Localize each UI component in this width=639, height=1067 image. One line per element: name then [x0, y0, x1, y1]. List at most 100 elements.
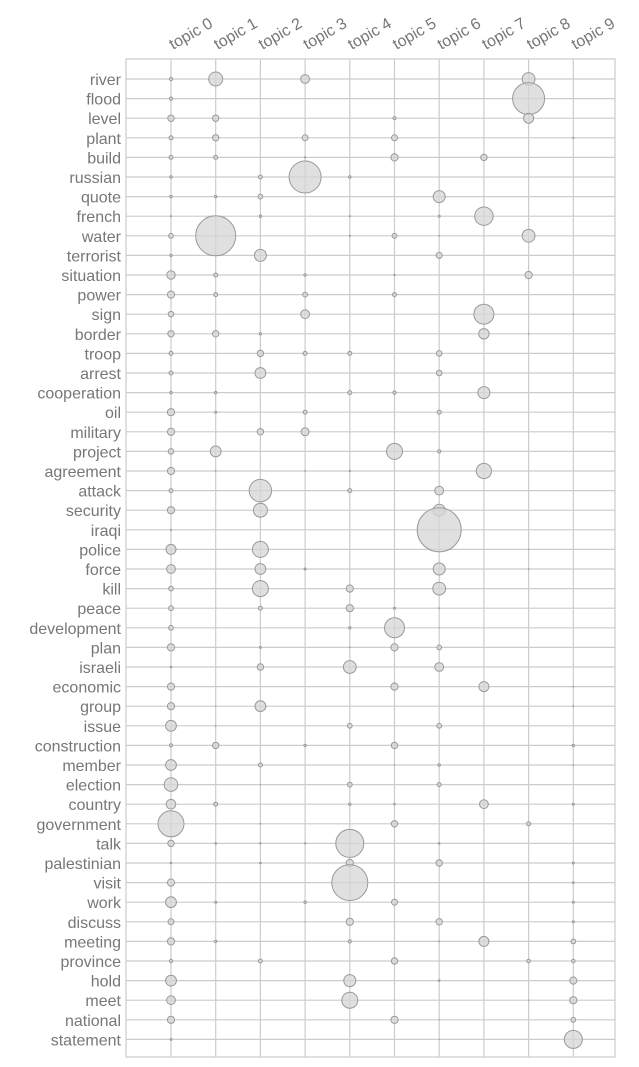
bubble-point [523, 112, 535, 124]
bubble-point [571, 958, 576, 964]
bubble-point [166, 878, 176, 887]
bubble-point [257, 958, 263, 964]
bubble-point [168, 76, 174, 82]
y-tick-label: discuss [68, 915, 121, 932]
y-tick-label: water [81, 229, 122, 246]
bubble-point [169, 1037, 173, 1041]
bubble-point [436, 782, 442, 788]
bubble-point [347, 350, 353, 356]
bubble-point [571, 802, 575, 806]
bubble-point [214, 194, 218, 199]
bubble-point [479, 799, 489, 810]
bubble-point [348, 234, 351, 237]
y-tick-label: quote [81, 190, 121, 207]
bubble-point [213, 801, 219, 807]
bubble-point [166, 995, 176, 1006]
bubble-point [168, 488, 174, 494]
bubble-point [168, 743, 174, 748]
bubble-point [347, 488, 353, 494]
bubble-point [251, 540, 269, 558]
bubble-point [302, 291, 309, 298]
bubble-point [169, 665, 173, 669]
bubble-point [571, 861, 575, 865]
bubble-point [258, 645, 262, 649]
bubble-point [167, 310, 175, 318]
bubble-point [569, 996, 578, 1005]
bubble-point [438, 940, 441, 943]
bubble-point [303, 567, 307, 571]
x-tick-label: topic 1 [211, 15, 260, 53]
y-tick-label: national [65, 1013, 121, 1030]
bubble-point [157, 810, 185, 838]
bubble-point [348, 175, 352, 179]
bubble-point [166, 408, 176, 417]
bubble-point [572, 764, 575, 766]
bubble-point [391, 134, 398, 142]
bubble-point [348, 215, 351, 218]
y-tick-label: plant [86, 131, 121, 148]
bubble-point [437, 449, 442, 454]
bubble-point [475, 462, 492, 480]
bubble-point [435, 918, 443, 926]
bubble-point [390, 957, 399, 965]
bubble-point [478, 935, 490, 947]
bubble-point [390, 643, 399, 652]
y-tick-label: plan [91, 640, 121, 657]
x-tick-label: topic 5 [390, 15, 439, 53]
bubble-point [301, 134, 309, 142]
bubble-point [348, 469, 351, 473]
bubble-point [168, 370, 174, 376]
bubble-point [302, 350, 308, 356]
bubble-point [248, 478, 273, 503]
bubble-point [572, 881, 575, 884]
bubble-point [165, 974, 177, 987]
y-tick-label: border [75, 327, 122, 344]
bubble-point [342, 660, 357, 674]
bubble-point [166, 290, 176, 299]
y-tick-label: force [85, 562, 121, 579]
bubble-point [167, 918, 175, 926]
y-tick-label: election [66, 778, 121, 795]
bubble-point [521, 228, 536, 243]
bubble-point [166, 702, 176, 711]
bubble-point [571, 900, 575, 904]
bubble-point [571, 920, 575, 924]
bubble-point [212, 741, 220, 750]
bubble-point [166, 564, 176, 574]
y-tick-label: power [77, 288, 121, 305]
bubble-point [214, 470, 217, 472]
bubble-point [304, 470, 307, 472]
y-tick-label: arrest [80, 366, 121, 383]
y-tick-label: israeli [79, 660, 121, 677]
bubble-point [345, 584, 354, 593]
bubble-point [209, 445, 222, 458]
y-tick-label: issue [84, 719, 121, 736]
bubble-point [300, 427, 310, 437]
y-tick-label: sign [92, 307, 121, 324]
y-tick-label: terrorist [67, 248, 122, 265]
bubble-point [432, 562, 446, 576]
bubble-point [168, 135, 174, 141]
bubble-point [347, 939, 352, 944]
bubble-point [524, 270, 533, 280]
bubble-point [257, 605, 263, 611]
bubble-point [348, 646, 351, 649]
bubble-point [343, 974, 357, 988]
bubble-point [569, 976, 578, 985]
bubble-point [392, 292, 397, 298]
bubble-point [570, 1016, 577, 1023]
y-tick-label: country [69, 797, 121, 814]
y-tick-label: statement [51, 1032, 122, 1049]
bubble-point [169, 861, 173, 865]
bubble-point [436, 722, 443, 729]
y-tick-label: police [79, 542, 121, 559]
bubble-point [392, 116, 397, 121]
bubble-point [390, 820, 399, 828]
bubble-point [473, 303, 495, 325]
bubble-point [437, 842, 441, 845]
bubble-point [474, 206, 494, 226]
y-tick-label: kill [102, 582, 121, 599]
bubble-point [563, 1029, 583, 1049]
bubble-point [165, 798, 177, 810]
